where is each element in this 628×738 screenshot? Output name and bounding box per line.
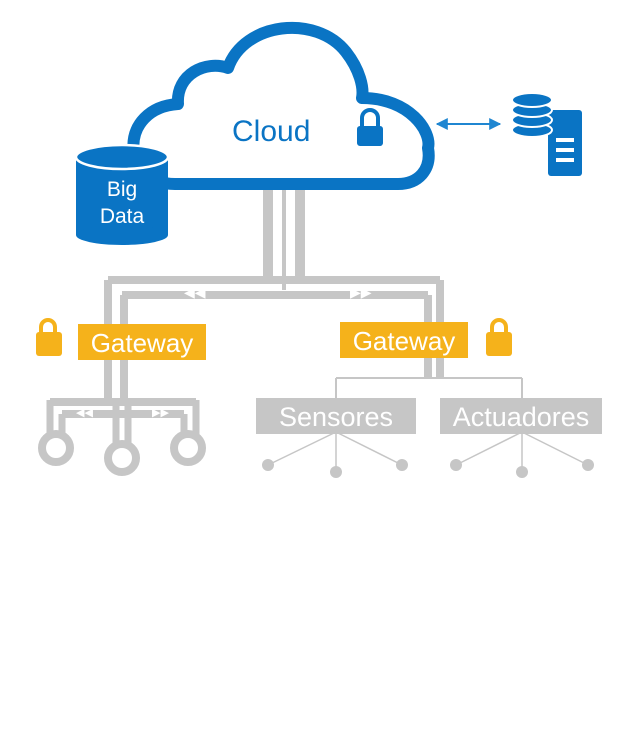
- lock-icon: [36, 318, 62, 356]
- cloud-node: Cloud: [127, 21, 435, 190]
- sensors-label: Sensores: [279, 402, 393, 432]
- actuator-node-2: [516, 466, 528, 478]
- cloud-label: Cloud: [232, 115, 310, 148]
- sensor-node-3: [396, 459, 408, 471]
- big-data-label-line2: Data: [100, 205, 145, 228]
- sensor-node-1: [262, 459, 274, 471]
- cloud-trunk: [263, 190, 305, 280]
- gateway-left: Gateway: [78, 324, 206, 360]
- end-node-2: [104, 440, 140, 476]
- actuator-node-1: [450, 459, 462, 471]
- bus-arrow-left: ◀◀: [184, 285, 206, 301]
- main-bus: [108, 276, 440, 299]
- connector-network: ◀◀ ▶▶ ◀◀ ▶▶: [38, 190, 594, 478]
- gateway-right: Gateway: [340, 322, 468, 358]
- lock-icon: [357, 108, 383, 146]
- svg-text:▶▶: ▶▶: [152, 406, 169, 419]
- actuator-node-3: [582, 459, 594, 471]
- big-data-store: Big Data: [74, 143, 170, 245]
- sensor-node-2: [330, 466, 342, 478]
- device-bracket: [335, 377, 523, 398]
- end-node-3: [170, 430, 206, 466]
- server-database-icon: [511, 92, 582, 176]
- left-local-bus: [50, 398, 196, 418]
- svg-text:◀◀: ◀◀: [76, 406, 93, 419]
- lock-icon: [486, 318, 512, 356]
- actuators-box: Actuadores: [440, 398, 602, 434]
- actuators-label: Actuadores: [453, 402, 590, 432]
- sensor-fan: [267, 431, 403, 472]
- sensors-box: Sensores: [256, 398, 416, 434]
- database-icon: [74, 143, 170, 245]
- gateway-left-label: Gateway: [91, 328, 194, 358]
- actuator-fan: [455, 431, 589, 472]
- big-data-label-line1: Big: [107, 178, 137, 201]
- end-node-1: [38, 430, 74, 466]
- gateway-right-label: Gateway: [353, 326, 456, 356]
- bus-arrow-right: ▶▶: [350, 285, 372, 301]
- cloud-icon: [127, 21, 435, 190]
